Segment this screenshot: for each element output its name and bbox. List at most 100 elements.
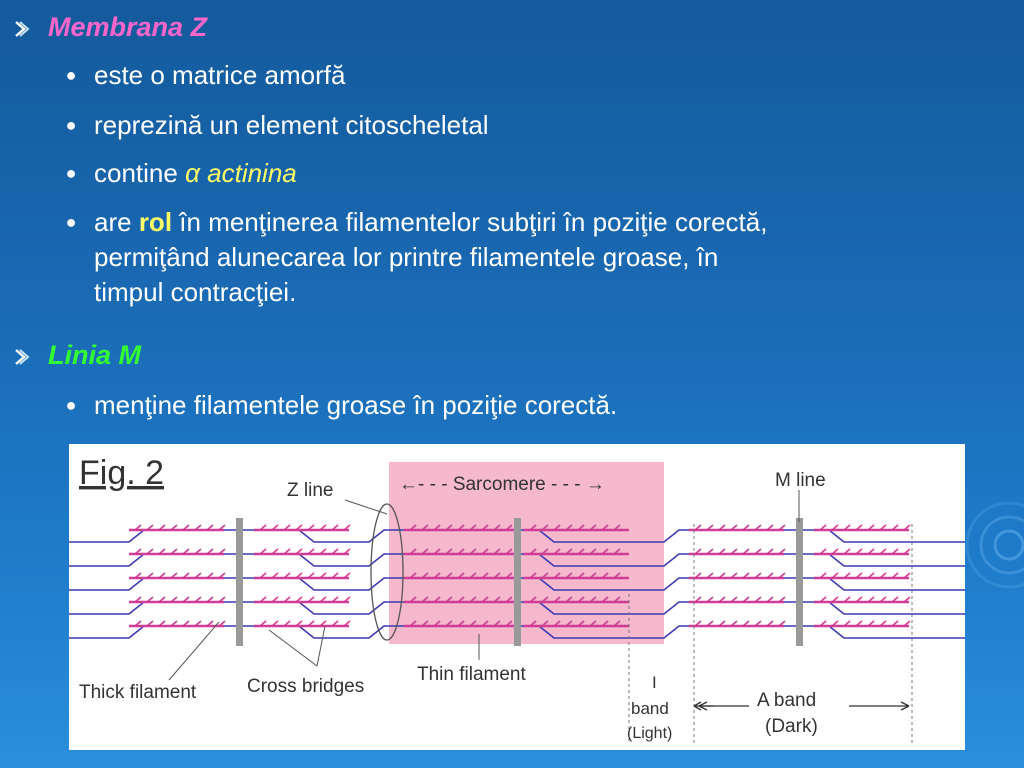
cross-bridge	[457, 524, 465, 531]
sarcomere-figure: Fig. 2 Z line ←- - - Sarcomere - - - → M…	[69, 444, 965, 750]
z-line-ellipse	[370, 503, 404, 641]
cross-bridge	[481, 620, 489, 627]
cross-bridge	[855, 596, 863, 603]
cross-bridge	[469, 548, 477, 555]
cross-bridge	[577, 548, 585, 555]
i-band-label-2: band	[631, 699, 669, 718]
cross-bridge	[778, 524, 786, 531]
cross-bridge	[529, 620, 537, 627]
cross-bridge	[754, 524, 762, 531]
cross-bridge	[469, 596, 477, 603]
cross-bridge	[778, 620, 786, 627]
cross-bridge	[433, 548, 441, 555]
dot-bullet-icon: ●	[65, 115, 77, 135]
cross-bridge	[843, 620, 851, 627]
cross-bridge	[601, 620, 609, 627]
cross-bridge	[766, 620, 774, 627]
cross-bridge	[409, 572, 417, 579]
m-line-bar	[236, 518, 243, 646]
cross-bridge	[146, 572, 154, 579]
cross-bridge	[589, 596, 597, 603]
rol-text: rol	[138, 207, 173, 237]
cross-bridge	[283, 620, 291, 627]
list-item: ● menţine filamentele groase în poziţie …	[62, 390, 618, 420]
cross-bridge	[259, 572, 267, 579]
cross-bridge	[867, 572, 875, 579]
a-arrow-left	[698, 701, 749, 711]
cross-bridge	[867, 596, 875, 603]
cross-bridge	[867, 620, 875, 627]
item-text: este o matrice amorfă	[94, 60, 346, 90]
cross-bridge	[295, 620, 303, 627]
cross-bridge	[134, 596, 142, 603]
cross-bridge	[206, 620, 214, 627]
cross-bridge	[529, 524, 537, 531]
cross-bridge	[819, 572, 827, 579]
cross-bridge	[493, 620, 501, 627]
cross-bridge	[903, 524, 911, 531]
cross-bridge	[730, 524, 738, 531]
cross-bridge	[283, 596, 291, 603]
list-item: ● are rol în menţinerea filamentelor sub…	[62, 207, 1012, 307]
cross-bridge	[194, 524, 202, 531]
actinina-text: actinina	[207, 158, 297, 188]
dot-bullet-icon: ●	[65, 163, 77, 183]
cross-bridge	[505, 596, 513, 603]
cross-bridge	[343, 596, 351, 603]
cross-bridge	[718, 596, 726, 603]
cross-bridge	[867, 548, 875, 555]
a-band-label-2: (Dark)	[765, 716, 818, 737]
cross-bridge	[565, 596, 573, 603]
cross-bridge	[481, 548, 489, 555]
i-band-label-1: I	[652, 673, 657, 692]
cross-bridge	[766, 596, 774, 603]
cross-bridge	[331, 524, 339, 531]
thin-filament-label: Thin filament	[417, 664, 526, 685]
section-linia-m: Linia M	[12, 340, 141, 372]
cross-bridge	[879, 524, 887, 531]
cross-bridge	[307, 620, 315, 627]
fig-title: Fig. 2	[79, 454, 164, 492]
sarcomere-label: ←- - - Sarcomere - - - →	[399, 474, 605, 495]
cross-bridge	[879, 548, 887, 555]
cross-bridge	[409, 524, 417, 531]
cross-bridge	[754, 620, 762, 627]
cross-bridge	[694, 596, 702, 603]
cross-bridge	[577, 596, 585, 603]
cross-bridge	[158, 572, 166, 579]
cross-bridge	[613, 596, 621, 603]
cross-bridge	[283, 548, 291, 555]
cross-bridge	[493, 524, 501, 531]
cross-bridge	[319, 596, 327, 603]
cross-bridge	[891, 620, 899, 627]
cross-bridge	[831, 596, 839, 603]
cross-bridge	[331, 596, 339, 603]
cross-bridge	[589, 620, 597, 627]
m-line-bar	[796, 518, 803, 646]
cross-bridge	[218, 596, 226, 603]
cross-bridge	[903, 548, 911, 555]
cross-bridge	[259, 620, 267, 627]
heading-linia-m: Linia M	[48, 340, 141, 370]
cross-bridge	[170, 572, 178, 579]
cross-bridge	[718, 548, 726, 555]
arrow-bullet-icon	[15, 21, 30, 37]
cross-bridge	[218, 620, 226, 627]
cross-bridge	[541, 572, 549, 579]
cross-bridge	[613, 572, 621, 579]
cross-bridge	[170, 548, 178, 555]
cross-bridge	[271, 524, 279, 531]
cross-bridge	[170, 524, 178, 531]
cross-bridge	[146, 596, 154, 603]
cross-bridge	[754, 596, 762, 603]
cross-bridge	[493, 548, 501, 555]
dot-bullet-icon: ●	[65, 395, 77, 415]
cross-bridge	[706, 572, 714, 579]
thick-filament-label: Thick filament	[79, 682, 197, 703]
rol-line-1: are rol în menţinerea filamentelor subţi…	[94, 207, 767, 237]
cross-bridge	[778, 596, 786, 603]
cross-bridge	[493, 596, 501, 603]
cross-bridge	[271, 620, 279, 627]
contine-text: contine	[94, 158, 178, 188]
cross-bridge	[283, 524, 291, 531]
